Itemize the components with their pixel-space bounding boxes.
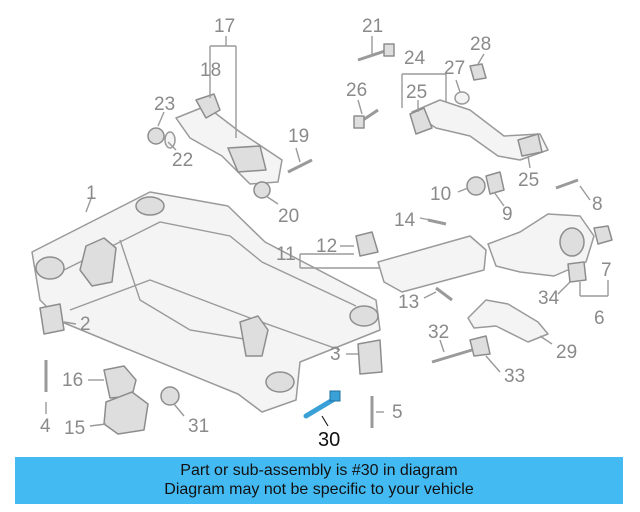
nut-28 bbox=[469, 63, 487, 81]
callout-7: 7 bbox=[601, 260, 612, 281]
callout-13: 13 bbox=[398, 292, 419, 313]
callout-20: 20 bbox=[278, 206, 299, 227]
callout-2: 2 bbox=[80, 314, 91, 335]
callout-12: 12 bbox=[316, 236, 337, 257]
bracket-9 bbox=[485, 171, 505, 195]
callout-23: 23 bbox=[154, 94, 175, 115]
bolt-14 bbox=[427, 218, 447, 226]
callout-4: 4 bbox=[40, 416, 51, 437]
callout-34: 34 bbox=[538, 288, 560, 309]
rear-upper-link bbox=[409, 99, 549, 161]
washer-22 bbox=[164, 131, 176, 149]
callout-29: 29 bbox=[556, 342, 577, 363]
bolt-19 bbox=[287, 158, 313, 174]
leader-lines bbox=[45, 36, 609, 427]
callout-26: 26 bbox=[346, 80, 367, 101]
nut-23 bbox=[147, 127, 165, 145]
callout-14: 14 bbox=[394, 210, 416, 231]
callout-25-lower: 25 bbox=[518, 170, 539, 191]
callout-30-highlighted[interactable]: 30 bbox=[318, 429, 340, 451]
callout-31: 31 bbox=[188, 416, 209, 437]
lateral-link bbox=[467, 299, 549, 343]
callout-18: 18 bbox=[200, 60, 221, 81]
bolt-32 bbox=[431, 348, 473, 364]
bushing-2 bbox=[39, 303, 65, 335]
upper-control-arm bbox=[175, 93, 283, 185]
lower-control-arm bbox=[355, 231, 487, 293]
callout-21: 21 bbox=[362, 16, 383, 37]
callout-28: 28 bbox=[470, 34, 491, 55]
callout-22: 22 bbox=[172, 150, 193, 171]
bushing-10 bbox=[466, 176, 486, 196]
callout-27: 27 bbox=[444, 58, 465, 79]
callout-17: 17 bbox=[214, 16, 235, 37]
info-banner: Part or sub-assembly is #30 in diagram D… bbox=[15, 457, 623, 504]
bolt-21 bbox=[357, 43, 395, 62]
bolt-26 bbox=[353, 108, 379, 129]
bushing-20 bbox=[253, 181, 271, 199]
mount-16 bbox=[103, 365, 137, 399]
banner-line-disclaimer: Diagram may not be specific to your vehi… bbox=[164, 481, 474, 498]
bolt-8 bbox=[555, 178, 579, 190]
bushing-31 bbox=[160, 386, 180, 406]
bushing-3 bbox=[357, 339, 383, 375]
callout-10: 10 bbox=[430, 184, 451, 205]
callout-9: 9 bbox=[502, 204, 513, 225]
callout-6: 6 bbox=[594, 308, 605, 329]
callout-8: 8 bbox=[592, 194, 603, 215]
callout-15: 15 bbox=[64, 418, 85, 439]
callout-16: 16 bbox=[62, 370, 83, 391]
washer-27 bbox=[454, 91, 470, 105]
bolt-13 bbox=[435, 286, 453, 302]
callout-5: 5 bbox=[392, 402, 403, 423]
banner-line-part: Part or sub-assembly is #30 in diagram bbox=[180, 462, 458, 479]
callout-11: 11 bbox=[276, 244, 296, 265]
callout-labels: 1 2 3 4 5 6 7 8 9 10 11 12 13 14 15 16 1… bbox=[40, 16, 612, 451]
knuckle bbox=[487, 213, 613, 277]
callout-1: 1 bbox=[86, 183, 97, 204]
callout-33: 33 bbox=[504, 366, 525, 387]
subframe-crossmember bbox=[31, 191, 381, 413]
bushing-34 bbox=[567, 261, 587, 283]
callout-19: 19 bbox=[288, 126, 309, 147]
bolt-30-highlighted[interactable] bbox=[303, 390, 341, 419]
callout-32: 32 bbox=[428, 322, 449, 343]
callout-25: 25 bbox=[406, 82, 427, 103]
callout-3: 3 bbox=[330, 344, 341, 365]
callout-24: 24 bbox=[404, 48, 426, 69]
bracket-33 bbox=[469, 335, 491, 357]
